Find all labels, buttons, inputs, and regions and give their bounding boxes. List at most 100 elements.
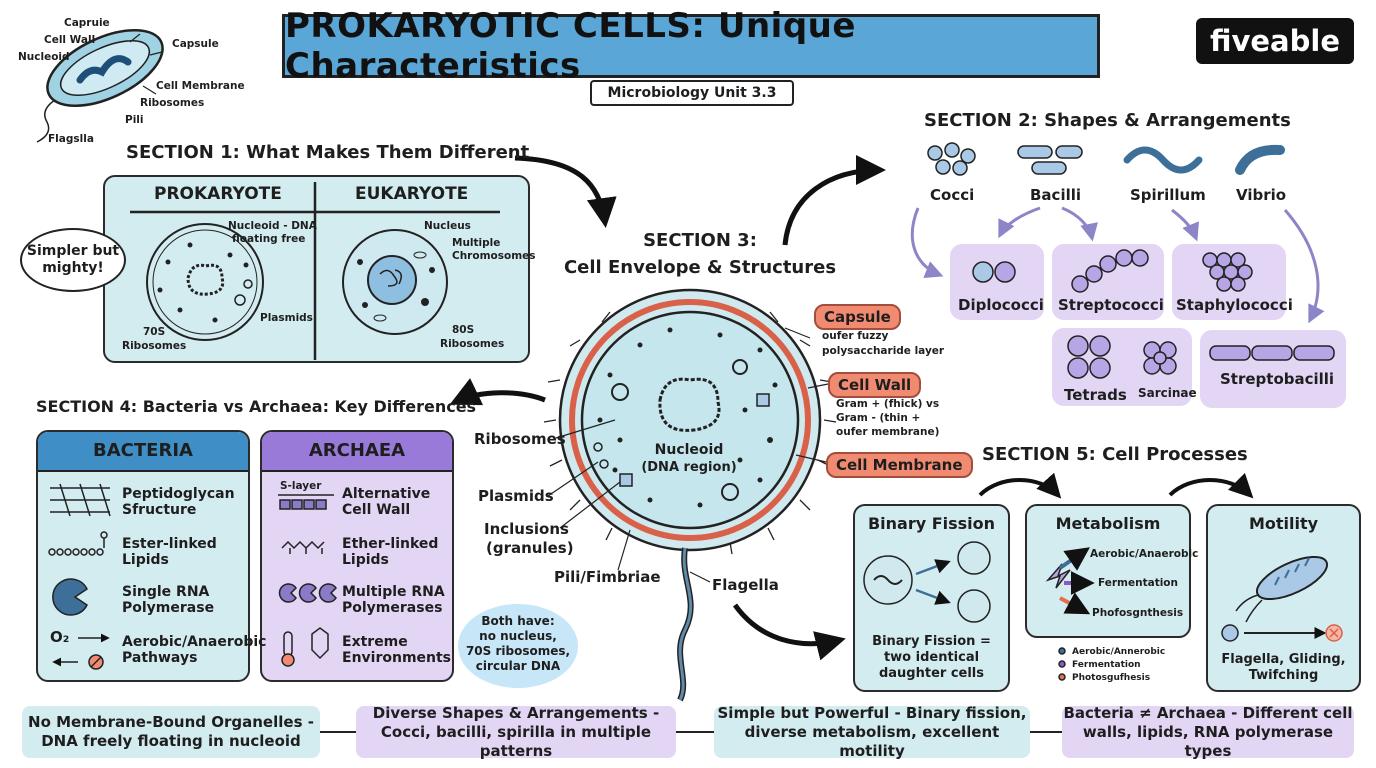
page-title: PROKARYOTIC CELLS: Unique Characteristic… xyxy=(285,6,856,86)
footer-4-line2: walls, lipids, RNA polymerase types xyxy=(1082,722,1334,760)
archaea-item-4-line1: Extreme xyxy=(342,634,408,650)
motility-title: Motility xyxy=(1248,514,1319,533)
mini-label-ribosomes: Ribosomes xyxy=(140,97,205,109)
label-plasmids: Plasmids xyxy=(478,487,554,505)
slayer-label: S-layer xyxy=(280,480,322,492)
both-line3: 70S ribosomes, xyxy=(465,644,571,658)
cell-wall-tag: Cell Wall xyxy=(828,372,922,398)
brand-logo: fiveable xyxy=(1196,18,1354,64)
footer-2-line1: Diverse Shapes & Arrangements - xyxy=(372,703,660,722)
bacteria-title: BACTERIA xyxy=(93,440,193,461)
shape-cocci: Cocci xyxy=(930,186,975,204)
section1-heading: SECTION 1: What Makes Them Different xyxy=(126,142,530,163)
label-granules: (granules) xyxy=(486,539,574,557)
wall-desc1: Gram + (fhick) vs xyxy=(836,398,940,410)
arr-streptobacilli: Streptobacilli xyxy=(1220,370,1335,388)
section3-heading-line1: SECTION 3: xyxy=(643,230,757,251)
archaea-item-4: Extreme Environments xyxy=(342,634,451,666)
label-flagella: Flagella xyxy=(712,576,779,594)
title-banner: PROKARYOTIC CELLS: Unique Characteristic… xyxy=(282,6,1100,86)
eu-label-multiple: Multiple xyxy=(452,237,501,249)
legend-aerobic: Aerobic/Annerobic xyxy=(1072,647,1166,657)
capsule-desc2: polysaccharide layer xyxy=(822,345,945,357)
both-line4: circular DNA xyxy=(475,659,561,673)
motility-caption: Flagella, Gliding, Twifching xyxy=(1206,652,1361,684)
archaea-item-1-line1: Alternative xyxy=(342,486,431,502)
bacteria-item-1: Peptidoglycan Sfructure xyxy=(122,486,235,518)
both-line1: Both have: xyxy=(481,614,555,628)
footer-3-line2: diverse metabolism, excellent motility xyxy=(744,722,1000,760)
archaea-item-2: Ether-linked Lipids xyxy=(342,536,438,568)
archaea-item-3-line2: Polymerases xyxy=(342,600,443,616)
page-subtitle: Microbiology Unit 3.3 xyxy=(590,80,794,106)
metabolism-legend: Aerobic/Annerobic Fermentation Photosguf… xyxy=(1072,646,1165,685)
bacteria-item-3: Single RNA Polymerase xyxy=(122,584,214,616)
pro-label-ribosomes: Ribosomes xyxy=(122,340,187,352)
bacteria-item-2-line2: Lipids xyxy=(122,552,169,568)
bacteria-item-4: Aerobic/Anaerobic Pathways xyxy=(122,634,266,666)
pro-label-plasmids: Plasmids xyxy=(260,312,313,324)
footer-card-2: Diverse Shapes & Arrangements -Cocci, ba… xyxy=(356,703,676,760)
section3-heading-line2: Cell Envelope & Structures xyxy=(563,257,837,278)
prokaryotic-cell-drawing xyxy=(543,288,837,702)
archaea-item-4-line2: Environments xyxy=(342,650,452,666)
shape-icons xyxy=(927,142,1285,176)
mini-cell-diagram xyxy=(36,28,164,143)
archaea-icons xyxy=(278,494,337,667)
footer-card-3: Simple but Powerful - Binary fission,div… xyxy=(714,704,1030,760)
shape-vibrio: Vibrio xyxy=(1236,186,1287,204)
binary-fission-caption: Binary Fission = two identical daughter … xyxy=(853,634,1010,682)
label-ribosomes: Ribosomes xyxy=(474,430,566,448)
metabolism-drawing xyxy=(1045,547,1095,681)
arr-staphylococci: Staphylococci xyxy=(1176,296,1293,314)
bacteria-item-1-line1: Peptidoglycan xyxy=(122,486,235,502)
speech-bubble: Simpler but mighty! xyxy=(20,228,126,292)
archaea-title: ARCHAEA xyxy=(308,440,406,461)
pro-label-nucleoid: Nucleoid - DNA xyxy=(228,220,317,232)
bubble-line1: Simpler but xyxy=(26,243,120,259)
mini-label-cell-membrane: Cell Membrane xyxy=(156,80,245,92)
fission-caption-line2: two identical xyxy=(883,650,980,665)
eukaryote-cell-drawing xyxy=(342,229,448,335)
footer-1-line1: No Membrane-Bound Organelles - xyxy=(28,713,314,731)
arr-sarcinae: Sarcinae xyxy=(1138,386,1197,400)
bubble-line2: mighty! xyxy=(42,260,104,276)
capsule-tag: Capsule xyxy=(814,304,901,330)
archaea-item-3-line1: Multiple RNA xyxy=(342,584,445,600)
bacteria-item-3-line1: Single RNA xyxy=(122,584,210,600)
arr-tetrads: Tetrads xyxy=(1064,386,1127,404)
metabolism-title: Metabolism xyxy=(1055,514,1161,533)
bacteria-icons xyxy=(48,483,111,670)
section2-heading: SECTION 2: Shapes & Arrangements xyxy=(924,110,1291,131)
archaea-item-1-line2: Cell Wall xyxy=(342,502,411,518)
mini-label-capruie: Capruie xyxy=(64,17,110,29)
mini-label-flagella: Flagslla xyxy=(48,133,94,145)
both-have-bubble: Both have: no nucleus, 70S ribosomes, ci… xyxy=(458,604,578,688)
legend-fermentation: Fermentation xyxy=(1072,660,1141,670)
both-line2: no nucleus, xyxy=(479,629,557,643)
archaea-item-3: Multiple RNA Polymerases xyxy=(342,584,445,616)
prokaryote-cell-drawing xyxy=(146,223,264,341)
wall-desc3: oufer membrane) xyxy=(836,426,940,438)
capsule-desc1: oufer fuzzy xyxy=(822,330,889,342)
label-pili: Pili/Fimbriae xyxy=(554,568,661,586)
section4-heading: SECTION 4: Bacteria vs Archaea: Key Diff… xyxy=(36,397,477,416)
bacteria-item-3-line2: Polymerase xyxy=(122,600,215,616)
footer-2-line2: Cocci, bacilli, spirilla in multiple pat… xyxy=(380,722,652,760)
motility-caption-line2: Twifching xyxy=(1248,668,1319,683)
shape-bacilli: Bacilli xyxy=(1030,186,1082,204)
wall-desc2: Gram - (thin + xyxy=(836,412,921,424)
label-inclusions: Inclusions xyxy=(484,520,569,538)
metabolism-item-2: Fermentation xyxy=(1098,577,1178,589)
eukaryote-column-title: EUKARYOTE xyxy=(355,184,469,204)
cell-membrane-tag: Cell Membrane xyxy=(826,452,973,478)
bacteria-item-2-line1: Ester-linked xyxy=(122,536,217,552)
mini-label-nucleoid: Nucleoid xyxy=(18,51,70,63)
eu-label-ribosomes: Ribosomes xyxy=(440,338,505,350)
fission-caption-line3: daughter cells xyxy=(878,666,985,681)
archaea-item-2-line2: Lipids xyxy=(342,552,389,568)
prokaryote-column-title: PROKARYOTE xyxy=(154,184,282,204)
metabolism-item-3: Phofosgnthesis xyxy=(1092,607,1184,619)
